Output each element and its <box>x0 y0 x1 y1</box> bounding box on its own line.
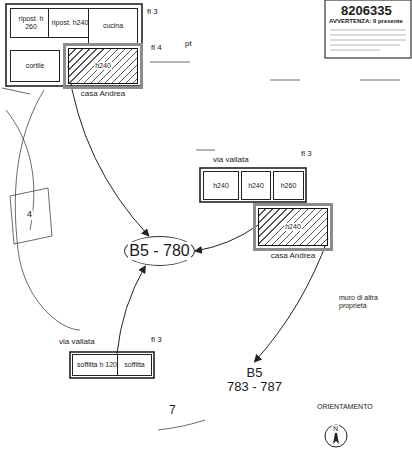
room-label: soffitta <box>123 361 146 369</box>
arrow-connector <box>68 66 149 236</box>
bottom-plan-wall <box>70 352 154 378</box>
arrow-connector <box>117 266 145 354</box>
sheet-mark: fl 3 <box>150 336 163 345</box>
room-label: h240 <box>284 223 302 231</box>
middle-plan-wall <box>200 168 306 202</box>
pencil-mark: 7 <box>168 404 177 417</box>
room-label: soffitta h 120 <box>76 361 118 369</box>
stamp-number: 8206335 <box>340 4 393 18</box>
room-label: B5 <box>246 366 264 380</box>
room-box: ripost. h240 <box>48 8 92 38</box>
parcel-circle: B5 - 780 <box>124 236 195 266</box>
arrow-connector <box>195 225 258 251</box>
room-box: h240 <box>241 171 271 200</box>
parcel-number: B5783 - 787 <box>222 362 287 398</box>
orientation-label: ORIENTAMENTO <box>316 403 374 411</box>
stamp-box <box>325 0 411 58</box>
room-label: cortile <box>25 62 46 70</box>
sheet-mark: fl 3 <box>146 8 159 17</box>
note: muro di altra proprietà <box>338 294 404 309</box>
attic-box: soffitta h 120 <box>72 354 122 376</box>
owner-label: casa Andrea <box>81 89 125 98</box>
room-box: h260 <box>273 171 304 200</box>
attic-box: soffitta <box>117 354 152 376</box>
street-name: via vallata <box>58 338 96 347</box>
sheet-mark: fl 4 <box>150 44 163 53</box>
warning-note: AVVERTENZA: Il presente <box>328 18 404 25</box>
sheet-mark: fl 3 <box>300 150 313 159</box>
owner-label: casa Andrea <box>271 251 315 260</box>
room-label: h260 <box>280 182 298 190</box>
room-box: cucina <box>88 8 138 44</box>
room-label: B5 - 780 <box>128 242 190 260</box>
north-arrow <box>325 425 347 447</box>
highlighted-room: h240casa Andrea <box>68 48 138 84</box>
room-label: h240 <box>94 62 112 70</box>
room-label: 783 - 787 <box>226 380 283 394</box>
room-box: h240 <box>203 171 239 200</box>
floor-mark: pt <box>184 40 193 49</box>
courtyard-box: cortile <box>10 50 60 82</box>
room-label: h240 <box>247 182 265 190</box>
room-label: h240 <box>212 182 230 190</box>
room-label: ripost. h240 <box>51 19 90 27</box>
street-name: via vallata <box>212 156 250 165</box>
arrow-connector <box>255 238 329 362</box>
sheet-mark: 4 <box>26 210 33 220</box>
room-label: cucina <box>102 22 124 30</box>
room-box: ripost. h 260 <box>10 8 52 38</box>
stamp-text-lines <box>330 30 406 50</box>
highlighted-room: h240casa Andrea <box>258 208 328 246</box>
pencil-strokes <box>2 62 400 430</box>
room-label: ripost. h 260 <box>11 15 51 30</box>
north-letter: N <box>332 425 339 433</box>
top-plan-wall <box>6 4 142 86</box>
